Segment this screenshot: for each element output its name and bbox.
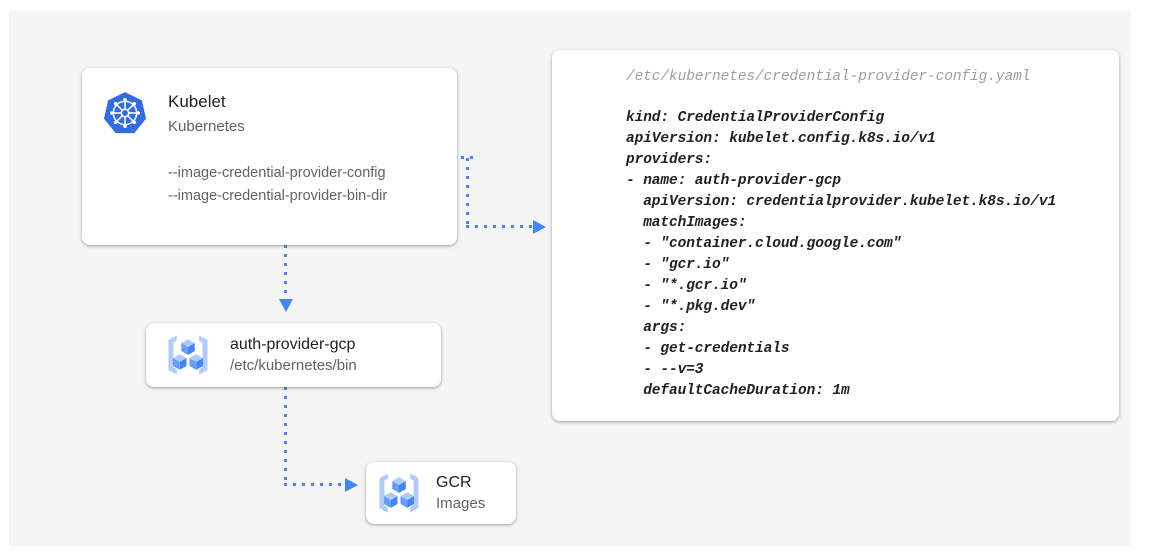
yaml-line: providers: <box>626 152 713 168</box>
connector-segment-horizontal <box>284 483 352 486</box>
yaml-line: - name: auth-provider-gcp <box>626 173 842 189</box>
kubelet-flag-config: --image-credential-provider-config <box>168 165 386 181</box>
card-auth-provider-gcp[interactable]: auth-provider-gcp /etc/kubernetes/bin <box>146 323 441 387</box>
kubelet-flag-bin-dir: --image-credential-provider-bin-dir <box>168 188 388 204</box>
gcp-container-registry-icon <box>168 335 208 375</box>
yaml-line: - "*.pkg.dev" <box>626 299 756 315</box>
yaml-line: - "gcr.io" <box>626 257 730 273</box>
yaml-line: apiVersion: credentialprovider.kubelet.k… <box>626 194 1057 210</box>
card-auth-provider-title: auth-provider-gcp <box>230 336 356 353</box>
yaml-line: - "container.cloud.google.com" <box>626 236 902 252</box>
arrowhead-right-icon <box>345 478 358 492</box>
connector-segment-vertical <box>284 236 287 302</box>
card-gcr[interactable]: GCR Images <box>366 462 516 524</box>
arrowhead-down-icon <box>279 299 293 312</box>
card-kubelet[interactable]: Kubelet Kubernetes --image-credential-pr… <box>82 68 457 245</box>
cube-bottom-right <box>400 492 414 508</box>
card-gcr-subtitle: Images <box>436 495 486 512</box>
kubernetes-logo-icon <box>103 92 147 134</box>
card-auth-provider-titles: auth-provider-gcp /etc/kubernetes/bin <box>230 334 357 376</box>
card-kubelet-titles: Kubelet Kubernetes <box>168 90 245 138</box>
card-auth-provider-subtitle: /etc/kubernetes/bin <box>230 357 357 374</box>
yaml-line: - get-credentials <box>626 341 790 357</box>
yaml-file-path: /etc/kubernetes/credential-provider-conf… <box>626 69 1031 85</box>
yaml-line: matchImages: <box>626 215 747 231</box>
cube-bottom-left <box>173 354 187 370</box>
card-credential-provider-config[interactable]: /etc/kubernetes/credential-provider-conf… <box>552 50 1119 421</box>
cube-top <box>392 477 406 493</box>
card-kubelet-title: Kubelet <box>168 92 226 111</box>
yaml-line: - "*.gcr.io" <box>626 278 747 294</box>
cube-top <box>181 339 195 355</box>
yaml-line: kind: CredentialProviderConfig <box>626 110 885 126</box>
cube-bottom-left <box>384 492 398 508</box>
connector-segment-vertical <box>284 378 287 486</box>
yaml-line: defaultCacheDuration: 1m <box>626 383 850 399</box>
card-kubelet-subtitle: Kubernetes <box>168 118 245 135</box>
card-gcr-title: GCR <box>436 474 472 491</box>
yaml-line: apiVersion: kubelet.config.k8s.io/v1 <box>626 131 936 147</box>
gcp-container-registry-icon <box>379 473 419 513</box>
diagram-canvas: Kubelet Kubernetes --image-credential-pr… <box>9 10 1131 546</box>
yaml-line: args: <box>626 320 687 336</box>
yaml-content: kind: CredentialProviderConfig apiVersio… <box>626 108 1097 402</box>
connector-segment-horizontal <box>466 225 542 228</box>
connector-segment-vertical <box>466 158 469 227</box>
arrowhead-right-icon <box>533 220 546 234</box>
card-gcr-titles: GCR Images <box>436 472 485 514</box>
kubelet-flag-list: --image-credential-provider-config --ima… <box>168 162 437 208</box>
yaml-line: - --v=3 <box>626 362 704 378</box>
cube-bottom-right <box>189 354 203 370</box>
card-kubelet-header: Kubelet Kubernetes <box>102 90 437 138</box>
